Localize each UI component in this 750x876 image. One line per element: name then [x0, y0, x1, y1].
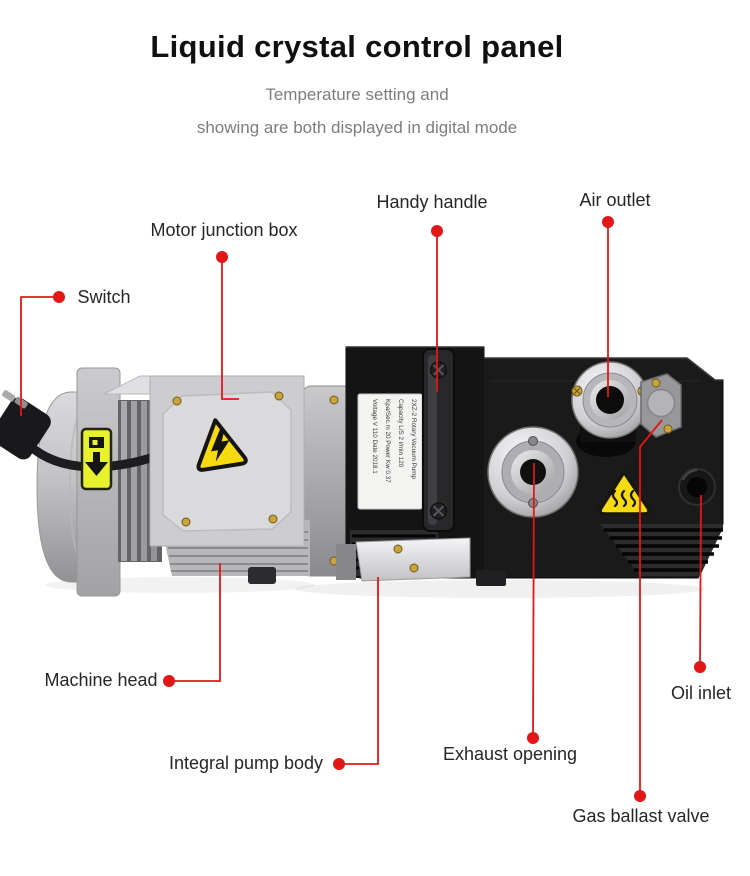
nameplate-line: Voltage V 110 Date 2018.1 [371, 399, 378, 474]
callout-label-air-outlet: Air outlet [579, 190, 651, 210]
shadow [295, 580, 705, 598]
rubber-foot [248, 567, 276, 584]
callout-label-exhaust-opening: Exhaust opening [442, 744, 578, 764]
carry-handle-part [422, 348, 455, 532]
callout-dot-switch [53, 291, 65, 303]
pump-foot [476, 570, 506, 586]
callout-dot-air-outlet [602, 216, 614, 228]
callout-dot-gas-ballast-valve [634, 790, 646, 802]
down-arrow-sticker-icon [80, 427, 113, 491]
callout-line-exhaust-opening [532, 462, 535, 739]
nameplate-line: Capacity L/S 2 l/min 120 [397, 399, 404, 468]
callout-label-gas-ballast-valve: Gas ballast valve [572, 806, 710, 826]
callout-line-gas-ballast-valve [639, 419, 663, 796]
callout-dots [53, 216, 706, 802]
callout-dot-oil-inlet [694, 661, 706, 673]
callout-dot-integral-pump-body [333, 758, 345, 770]
callout-label-motor-junction-box: Motor junction box [150, 220, 298, 240]
mounting-bracket [336, 537, 471, 582]
callout-line-machine-head [169, 563, 221, 682]
callout-dot-handy-handle [431, 225, 443, 237]
high-voltage-warning-icon [196, 418, 248, 472]
hot-surface-warning-icon [598, 470, 651, 516]
nameplate-line: 2XZ-2 Rotary Vacuum Pump [410, 399, 417, 480]
callout-label-integral-pump-body: Integral pump body [168, 753, 324, 773]
subtitle-line-2: showing are both displayed in digital mo… [196, 118, 518, 137]
callout-line-motor-junction-box [221, 257, 239, 400]
nameplate-line: Kpa/Sec.m 20 Power Kw 0.37 [384, 399, 391, 483]
page-title: Liquid crystal control panel [150, 29, 564, 64]
callout-line-integral-pump-body [339, 577, 379, 765]
callout-dot-exhaust-opening [527, 732, 539, 744]
oil-inlet-plug [678, 468, 716, 506]
gas-ballast-valve-part [640, 373, 682, 438]
callout-line-oil-inlet [699, 494, 702, 668]
callout-line-switch [20, 296, 59, 416]
subtitle-line-1: Temperature setting and [265, 85, 449, 104]
callout-label-handy-handle: Handy handle [376, 192, 488, 212]
callout-label-switch: Switch [77, 287, 131, 307]
callout-connectors [20, 222, 702, 796]
nameplate: 2XZ-2 Rotary Vacuum Pump Capacity L/S 2 … [357, 393, 423, 510]
callout-label-oil-inlet: Oil inlet [670, 683, 732, 703]
callout-dot-machine-head [163, 675, 175, 687]
callout-dot-motor-junction-box [216, 251, 228, 263]
callout-label-machine-head: Machine head [44, 670, 158, 690]
